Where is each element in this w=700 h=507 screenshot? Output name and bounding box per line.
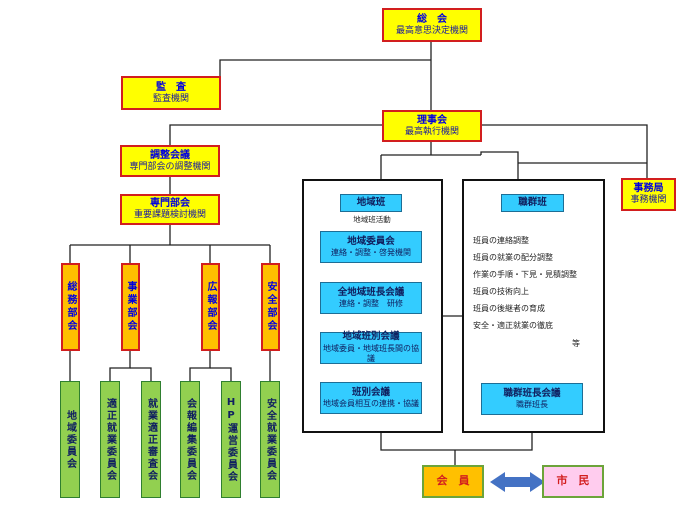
area-group-subtitle: 地域班活動 <box>353 215 391 224</box>
business-dept: 事業部会 <box>121 263 140 351</box>
member-box: 会 員 <box>422 465 484 498</box>
audit-box: 監 査 監査機関 <box>121 76 221 110</box>
task-item: 班員の技術向上 <box>473 287 529 296</box>
citizen-box: 市 民 <box>542 465 604 498</box>
secretariat-title: 事務局 <box>633 183 664 195</box>
general-assembly-title: 総 会 <box>417 13 447 25</box>
task-item: 安全・適正就業の徹底 <box>473 321 553 330</box>
specialist-committee-subtitle: 重要課題検討機関 <box>133 210 206 221</box>
double-arrow-icon <box>490 472 545 492</box>
task-item: 班員の連絡調整 <box>473 236 529 245</box>
coordination-meeting-subtitle: 専門部会の調整機関 <box>129 161 211 172</box>
area-group-meeting-box: 地域班別会議 地域委員・地域班長間の協議 <box>320 331 422 364</box>
safe-employment-committee: 安全就業委員会 <box>260 381 280 498</box>
all-area-leaders-meeting-box: 全地域班長会議 連絡・調整 研修 <box>320 282 422 314</box>
general-affairs-dept: 総務部会 <box>61 263 80 351</box>
audit-subtitle: 監査機関 <box>152 93 189 104</box>
general-assembly-box: 総 会 最高意思決定機関 <box>382 8 482 42</box>
specialist-committee-title: 専門部会 <box>150 198 190 210</box>
coordination-meeting-title: 調整会議 <box>150 149 190 161</box>
area-committee-box: 地域委員会 連絡・調整・啓発機関 <box>320 231 422 263</box>
task-item: 班員の後継者の育成 <box>473 304 545 313</box>
occupation-group-title: 職群班 <box>501 194 564 212</box>
group-meeting-box: 班別会議 地域会員相互の連携・協議 <box>320 382 422 414</box>
safety-dept: 安全部会 <box>261 263 280 351</box>
coordination-meeting-box: 調整会議 専門部会の調整機関 <box>120 145 220 177</box>
specialist-committee-box: 専門部会 重要課題検討機関 <box>120 194 220 225</box>
hp-management-committee: HP運営委員会 <box>221 381 241 498</box>
public-relations-dept: 広報部会 <box>201 263 220 351</box>
board-title: 理事会 <box>417 114 447 126</box>
occupation-leaders-meeting-box: 職群班長会議 職群班長 <box>481 383 583 415</box>
secretariat-subtitle: 事務機関 <box>630 195 667 206</box>
task-item: 班員の就業の配分調整 <box>473 253 553 262</box>
board-box: 理事会 最高執行機関 <box>382 110 482 142</box>
board-subtitle: 最高執行機関 <box>404 126 459 137</box>
general-assembly-subtitle: 最高意思決定機関 <box>395 25 468 36</box>
newsletter-editorial-committee: 会報編集委員会 <box>180 381 200 498</box>
area-group-title: 地域班 <box>340 194 402 212</box>
employment-review-board: 就業適正審査会 <box>141 381 161 498</box>
task-etc: 等 <box>572 339 580 348</box>
task-item: 作業の手順・下見・見積調整 <box>473 270 577 279</box>
proper-employment-committee: 適正就業委員会 <box>100 381 120 498</box>
secretariat-box: 事務局 事務機関 <box>621 178 676 211</box>
regional-committee: 地域委員会 <box>60 381 80 498</box>
audit-title: 監 査 <box>156 81 186 93</box>
